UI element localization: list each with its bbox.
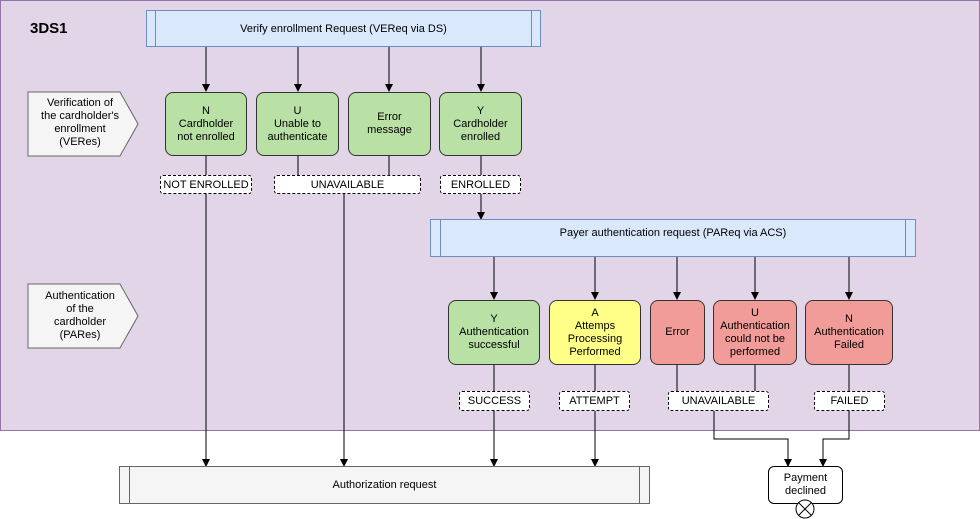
node-line: authenticate xyxy=(267,130,328,143)
node-line: N xyxy=(845,313,853,325)
tag-enrolled: ENROLLED xyxy=(440,175,521,194)
veres-label-line-1: Verification of xyxy=(46,97,114,109)
node-line: Cardholder xyxy=(178,117,234,130)
node-line: could not be xyxy=(725,332,785,345)
node-line: U xyxy=(751,306,759,319)
vereq-label: Verify enrollment Request (VEReq via DS) xyxy=(240,22,447,35)
node-line: Y xyxy=(476,104,485,117)
tag-attempt: ATTEMPT xyxy=(559,391,630,411)
node-line: Attemps xyxy=(574,319,616,332)
node-line: N xyxy=(202,104,210,117)
node-line: Authentication xyxy=(814,326,884,338)
pares-label-line-1: Authentication xyxy=(45,290,115,302)
node-line: Authentication xyxy=(459,326,529,338)
tag-failed: FAILED xyxy=(814,391,885,411)
veres-label-line-2: the cardholder's xyxy=(41,110,119,122)
node-line: Processing xyxy=(567,332,623,345)
node-line: A xyxy=(591,306,599,319)
veres-label-line-3: enrollment xyxy=(54,123,106,135)
tag-unavailable: UNAVAILABLE xyxy=(274,175,421,194)
tag-not-enrolled: NOT ENROLLED xyxy=(160,175,252,194)
authorization-request: Authorization request xyxy=(119,466,650,504)
vereq-process: Verify enrollment Request (VEReq via DS) xyxy=(146,10,541,47)
veres-side-label: Verification of the cardholder's enrollm… xyxy=(30,97,130,149)
tag-success: SUCCESS xyxy=(459,391,530,411)
node-error: Error xyxy=(650,300,705,365)
node-line: enrolled xyxy=(460,130,501,143)
node-line: U xyxy=(293,104,302,117)
pares-label-line-4: (PARes) xyxy=(59,329,101,341)
node-line: Authentication xyxy=(720,319,790,332)
node-line: Y xyxy=(490,313,498,325)
node-line: message xyxy=(367,124,412,136)
node-line: performed xyxy=(729,345,781,358)
tag-unavailable-pares: UNAVAILABLE xyxy=(668,391,769,411)
diagram-title: 3DS1 xyxy=(30,20,68,37)
pareq-process: Payer authentication request (PAReq via … xyxy=(430,219,916,257)
node-attempts-processing: A Attemps Processing Performed xyxy=(549,300,641,365)
node-line: Error xyxy=(377,111,402,123)
node-line: successful xyxy=(468,339,520,351)
pares-label-line-3: cardholder xyxy=(54,316,106,328)
pares-label-line-2: of the xyxy=(66,303,94,315)
payment-declined-line-2: declined xyxy=(785,485,826,497)
node-unable-to-authenticate: U Unable to authenticate xyxy=(256,92,339,156)
node-error-message: Error message xyxy=(348,92,431,156)
pareq-label: Payer authentication request (PAReq via … xyxy=(559,227,787,239)
node-line: Cardholder xyxy=(453,117,508,130)
pares-side-label: Authentication of the cardholder (PARes) xyxy=(30,290,130,342)
payment-declined: Payment declined xyxy=(768,466,843,504)
payment-declined-line-1: Payment xyxy=(783,472,828,484)
node-line: not enrolled xyxy=(177,130,235,143)
node-cardholder-enrolled: Y Cardholder enrolled xyxy=(439,92,522,156)
authorization-request-label: Authorization request xyxy=(332,479,437,491)
veres-label-line-4: (VERes) xyxy=(59,136,101,148)
node-line: Error xyxy=(665,326,690,338)
node-authentication-successful: Y Authentication successful xyxy=(448,300,540,365)
node-cardholder-not-enrolled: N Cardholder not enrolled xyxy=(165,92,247,156)
node-line: Failed xyxy=(834,339,864,351)
node-authentication-failed: N Authentication Failed xyxy=(805,300,893,365)
node-line: Performed xyxy=(569,345,621,358)
node-line: Unable to xyxy=(273,117,322,130)
node-authentication-not-performed: U Authentication could not be performed xyxy=(713,300,797,365)
